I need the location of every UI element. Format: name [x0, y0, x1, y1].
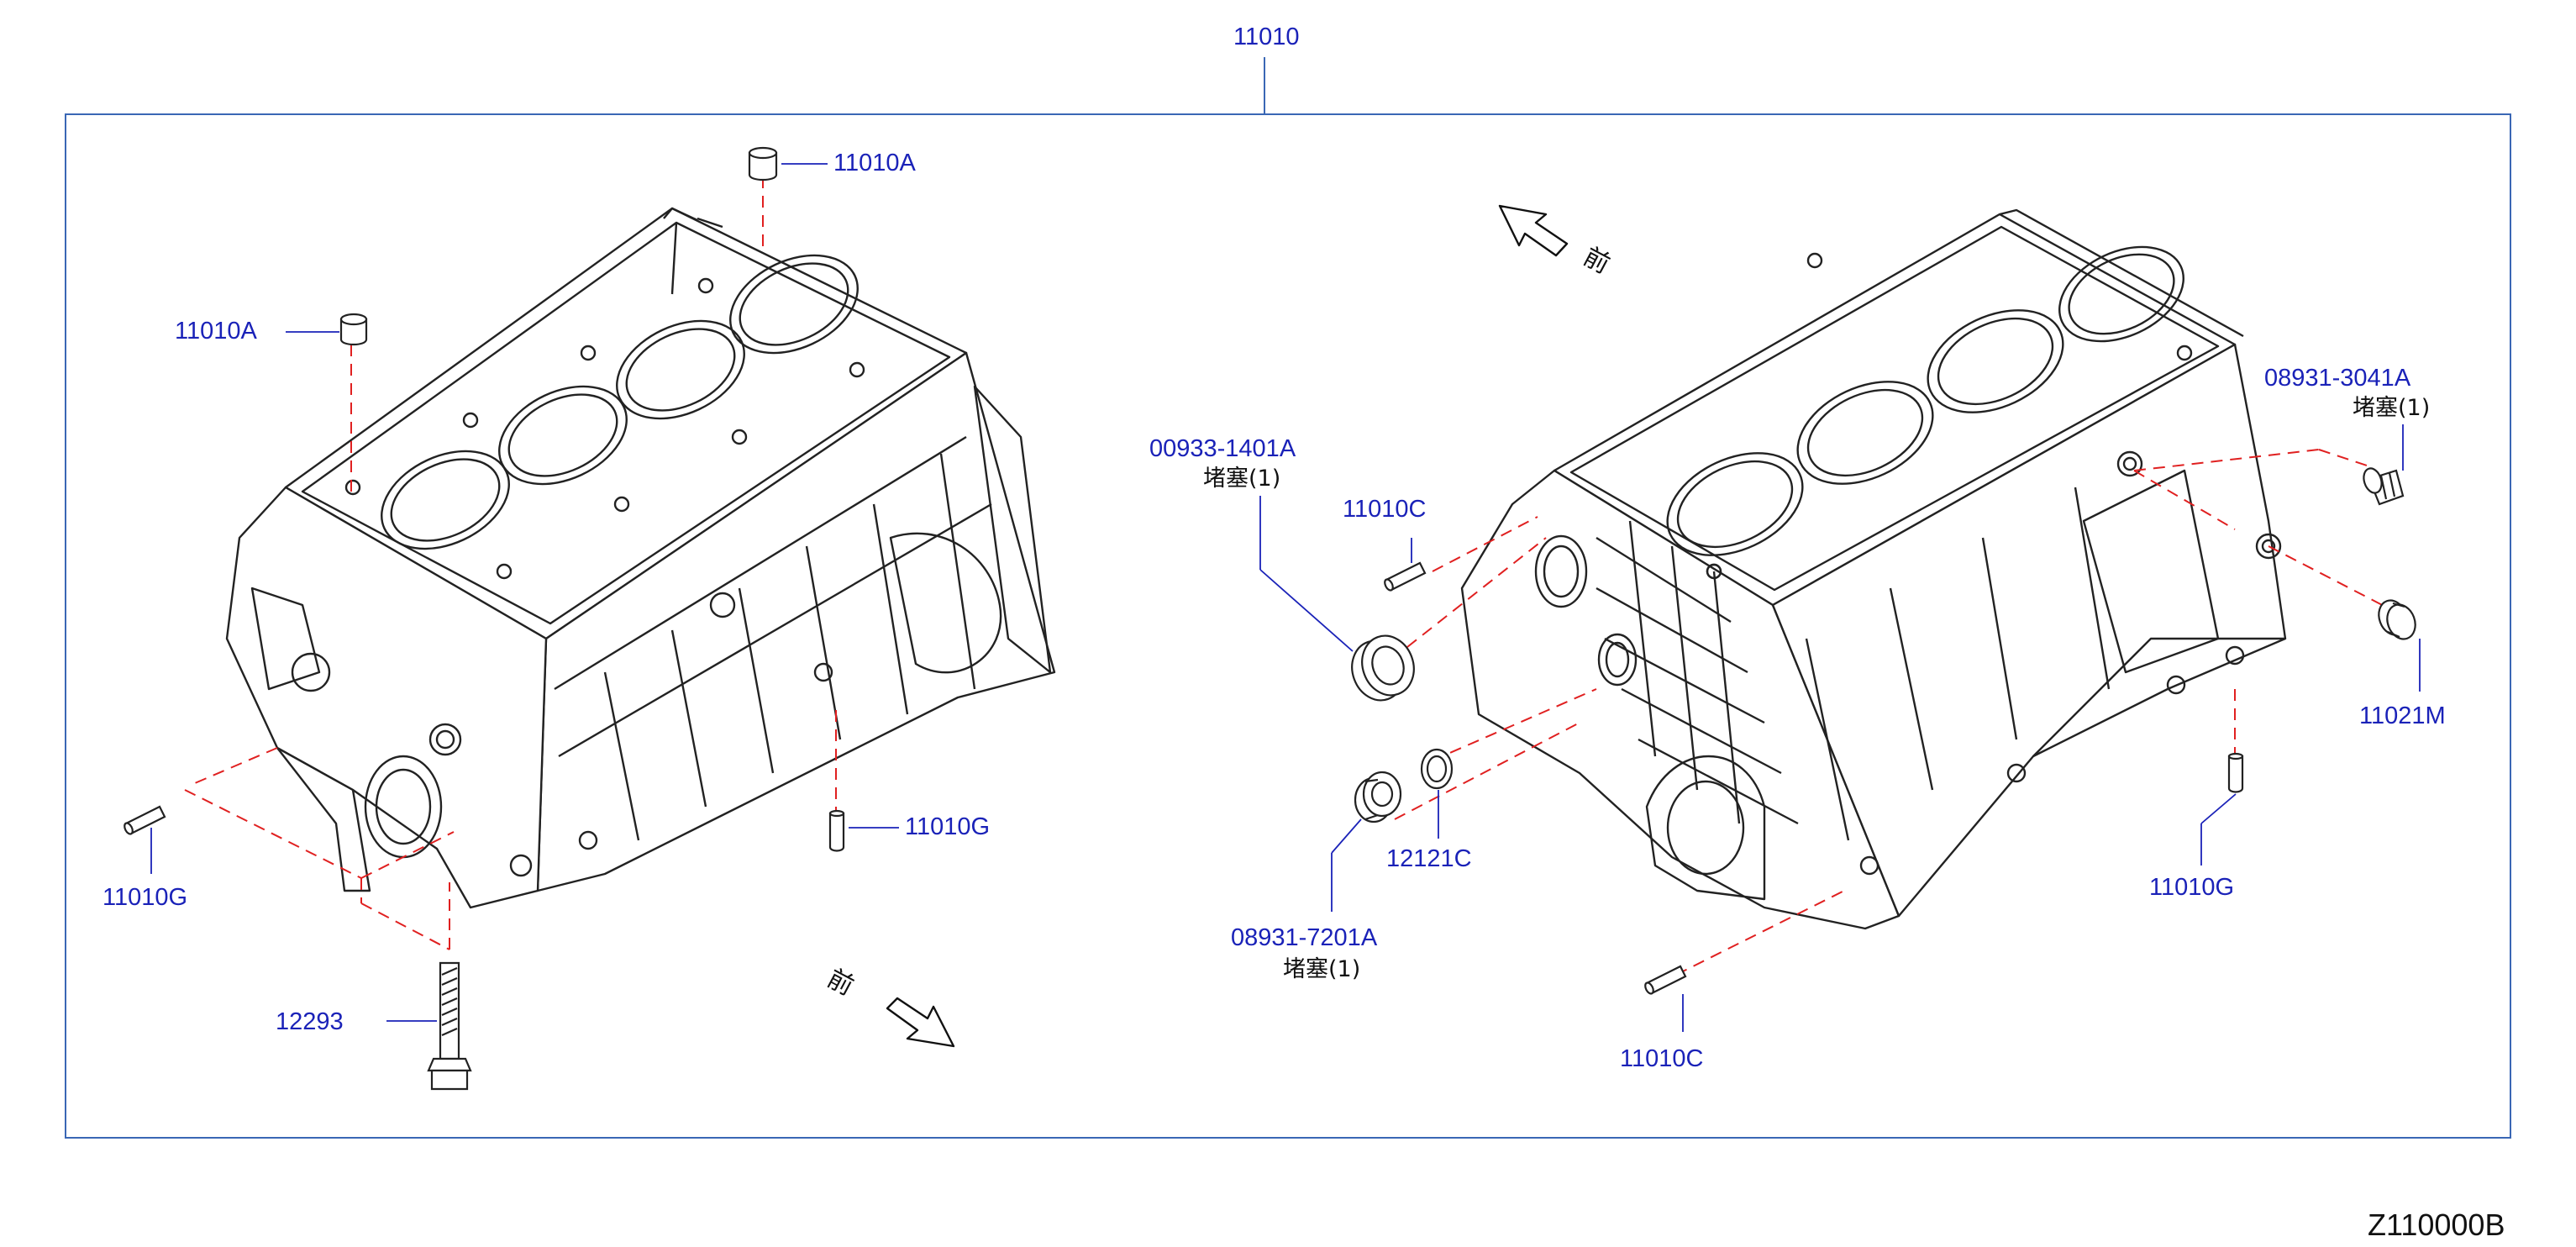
front-arrow-upper-icon [1498, 204, 1569, 257]
callout-11010A-left[interactable]: 11010A [175, 318, 257, 345]
callout-11021M[interactable]: 11021M [2359, 702, 2446, 729]
plug-note-08931-7201A: 堵塞(1) [1283, 956, 1361, 982]
callout-11010G-right[interactable]: 11010G [2149, 874, 2235, 901]
plug-note-08931-3041A: 堵塞(1) [2353, 395, 2431, 421]
front-arrow-lower-icon [886, 997, 955, 1048]
callout-11010G-left-block[interactable]: 11010G [905, 813, 991, 840]
callout-11010C-top[interactable]: 11010C [1343, 496, 1427, 523]
callout-08931-3041A[interactable]: 08931-3041A [2264, 365, 2411, 392]
left-engine-block [225, 207, 1056, 909]
plug-note-00933: 堵塞(1) [1203, 466, 1281, 492]
callout-00933-1401A[interactable]: 00933-1401A [1149, 435, 1296, 462]
front-direction-arrows [886, 204, 1569, 1048]
callout-11010C-bottom[interactable]: 11010C [1620, 1045, 1704, 1072]
callout-leader-lines [150, 163, 2421, 1032]
callout-12121C[interactable]: 12121C [1386, 845, 1472, 872]
assembly-part-number[interactable]: 11010 [1233, 24, 1300, 50]
callout-11010A-top[interactable]: 11010A [833, 150, 916, 176]
callout-12293[interactable]: 12293 [276, 1008, 344, 1035]
right-small-parts [1351, 467, 2416, 995]
callout-11010G-left[interactable]: 11010G [103, 884, 188, 911]
right-dashed-connectors [1394, 449, 2391, 976]
callout-08931-7201A[interactable]: 08931-7201A [1231, 924, 1378, 951]
left-dashed-connectors [184, 176, 837, 950]
assembly-frame [65, 113, 2511, 1139]
right-engine-block [1460, 208, 2287, 930]
figure-code: Z110000B [2368, 1208, 2505, 1242]
left-small-parts [124, 146, 845, 1091]
